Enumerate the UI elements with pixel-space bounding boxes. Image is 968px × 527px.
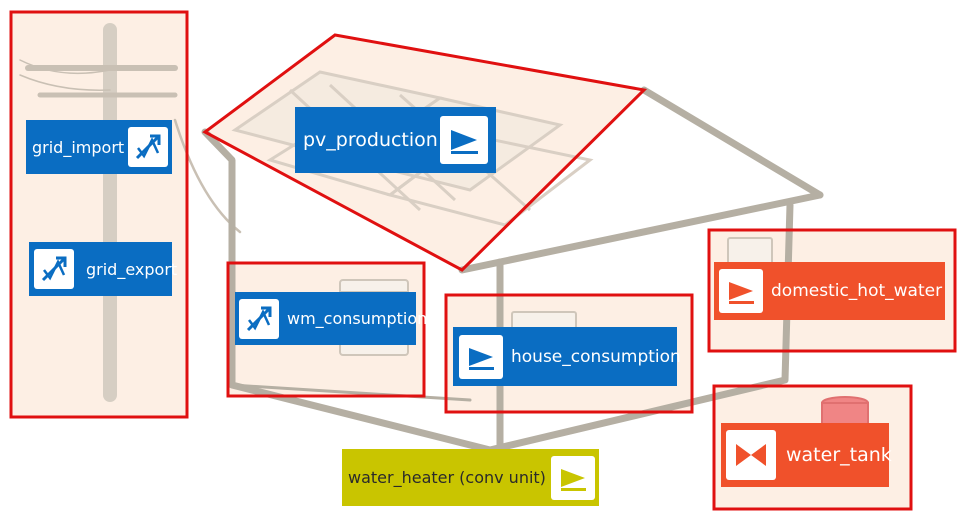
roof-zone-outline — [202, 33, 648, 272]
pv-production-node[interactable]: pv_production — [295, 107, 496, 173]
bidirectional-meter-icon — [128, 127, 168, 167]
grid-import-node[interactable]: grid_import — [26, 120, 172, 174]
pv-production-label: pv_production — [303, 129, 438, 151]
grid-import-label: grid_import — [32, 137, 125, 157]
house-zone-outline — [444, 293, 694, 414]
water-heater-conv-unit-node[interactable]: water_heater (conv unit) — [342, 449, 599, 506]
zone-outlines — [9, 10, 957, 511]
water-heater-label: water_heater (conv unit) — [348, 468, 546, 487]
wm-consumption-label: wm_consumption — [287, 309, 428, 328]
water-tank-node[interactable]: water_tank — [721, 423, 892, 487]
conversion-flag-icon — [551, 455, 595, 500]
consumption-flag-icon — [719, 269, 763, 313]
consumption-flag-icon — [459, 334, 503, 379]
tank-zone-outline — [712, 384, 913, 511]
house-consumption-label: house_consumption — [511, 346, 681, 367]
domestic-hot-water-label: domestic_hot_water — [771, 281, 943, 301]
grid-zone-outline — [9, 10, 189, 419]
bidirectional-meter-icon — [239, 298, 279, 339]
bidirectional-meter-icon — [34, 249, 74, 289]
water-tank-label: water_tank — [786, 444, 892, 466]
storage-bowtie-icon — [726, 430, 776, 480]
production-flag-icon — [440, 116, 488, 164]
grid-export-node[interactable]: grid_export — [29, 242, 177, 296]
house-consumption-node[interactable]: house_consumption — [453, 327, 681, 386]
domestic-hot-water-node[interactable]: domestic_hot_water — [714, 262, 945, 320]
wm-zone-outline — [226, 261, 426, 398]
wm-consumption-node[interactable]: wm_consumption — [235, 292, 427, 345]
grid-export-label: grid_export — [86, 259, 178, 279]
hot-water-zone-outline — [707, 228, 957, 353]
